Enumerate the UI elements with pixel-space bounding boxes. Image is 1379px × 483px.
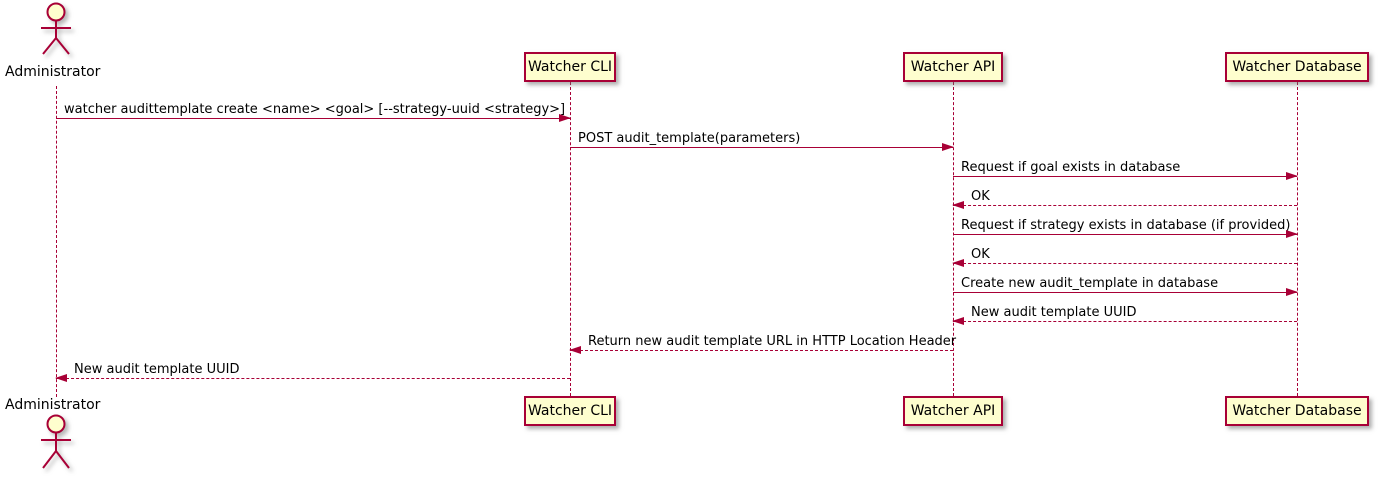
lifeline-watcher-cli xyxy=(570,82,571,396)
actor-label: Administrator xyxy=(5,64,101,80)
actor-administrator-top: Administrator xyxy=(5,2,154,84)
arrowhead-icon xyxy=(952,317,964,325)
message-post-audit-template: POST audit_template(parameters) xyxy=(570,131,954,151)
message-label: New audit template UUID xyxy=(971,305,1137,320)
arrowhead-icon xyxy=(952,259,964,267)
message-ok-strategy: OK xyxy=(952,247,1297,267)
arrowhead-icon xyxy=(1286,172,1298,180)
participant-watcher-database-bottom: Watcher Database xyxy=(1225,396,1369,426)
participant-watcher-database-top: Watcher Database xyxy=(1225,52,1369,82)
message-return-url-location-header: Return new audit template URL in HTTP Lo… xyxy=(569,334,957,354)
message-arrow xyxy=(952,317,1297,325)
actor-administrator-bottom: Administrator xyxy=(5,397,154,481)
participant-watcher-cli-top: Watcher CLI xyxy=(524,52,616,82)
message-arrow xyxy=(952,259,1297,267)
lifeline-watcher-api xyxy=(953,82,954,396)
arrowhead-icon xyxy=(952,201,964,209)
participant-watcher-api-top: Watcher API xyxy=(903,52,1003,82)
arrowhead-icon xyxy=(942,143,954,151)
message-label: OK xyxy=(971,247,990,262)
message-label: Request if strategy exists in database (… xyxy=(961,218,1291,233)
message-arrow xyxy=(952,201,1297,209)
message-label: OK xyxy=(971,189,990,204)
message-arrow xyxy=(55,374,570,382)
message-create-in-database: Create new audit_template in database xyxy=(953,276,1298,296)
message-new-uuid-from-db: New audit template UUID xyxy=(952,305,1297,325)
message-arrow xyxy=(569,346,953,354)
message-label: Create new audit_template in database xyxy=(961,276,1219,291)
lifeline-administrator xyxy=(56,86,57,397)
message-request-goal-exists: Request if goal exists in database xyxy=(953,160,1298,180)
lifeline-watcher-database xyxy=(1297,82,1298,396)
message-arrow xyxy=(56,114,571,122)
actor-label: Administrator xyxy=(5,397,101,413)
message-ok-goal: OK xyxy=(952,189,1297,209)
actor-icon xyxy=(41,414,71,469)
message-arrow xyxy=(953,288,1298,296)
message-label: New audit template UUID xyxy=(74,362,240,377)
arrowhead-icon xyxy=(1286,288,1298,296)
message-label: POST audit_template(parameters) xyxy=(578,131,801,146)
message-new-uuid-to-admin: New audit template UUID xyxy=(55,362,570,382)
participant-watcher-cli-bottom: Watcher CLI xyxy=(524,396,616,426)
arrowhead-icon xyxy=(1286,230,1298,238)
message-label: Return new audit template URL in HTTP Lo… xyxy=(588,334,957,349)
arrowhead-icon xyxy=(569,346,581,354)
message-arrow xyxy=(570,143,954,151)
arrowhead-icon xyxy=(559,114,571,122)
message-arrow xyxy=(953,172,1298,180)
actor-icon xyxy=(41,2,71,55)
arrowhead-icon xyxy=(55,374,67,382)
participant-watcher-api-bottom: Watcher API xyxy=(903,396,1003,426)
message-request-strategy-exists: Request if strategy exists in database (… xyxy=(953,218,1298,238)
message-label: watcher audittemplate create <name> <goa… xyxy=(64,102,566,117)
message-label: Request if goal exists in database xyxy=(961,160,1181,175)
message-create-audittemplate: watcher audittemplate create <name> <goa… xyxy=(56,102,571,122)
message-arrow xyxy=(953,230,1298,238)
